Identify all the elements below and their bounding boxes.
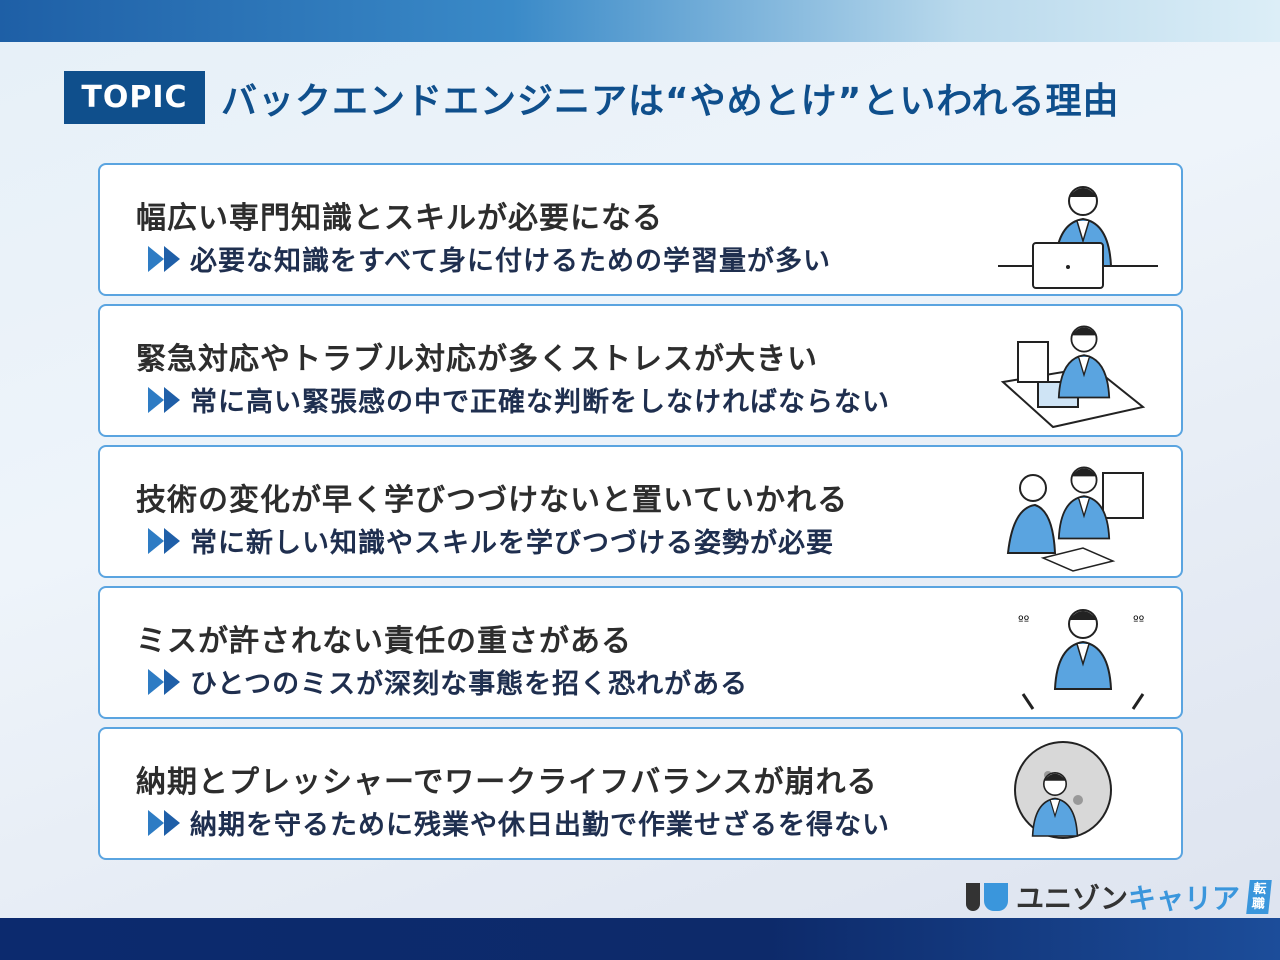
reason-subtitle: 常に高い緊張感の中で正確な判断をしなければならない [146, 380, 890, 419]
person-illustration-icon: ºº ºº [1018, 609, 1145, 710]
reason-title: 納期とプレッシャーでワークライフバランスが崩れる [136, 765, 878, 800]
page-title: バックエンドエンジニアは“やめとけ”といわれる理由 [221, 80, 1120, 122]
double-arrow-icon [148, 668, 180, 695]
reason-card: 幅広い専門知識とスキルが必要になる 必要な知識をすべて身に付けるための学習量が多… [98, 163, 1183, 296]
reason-title: 技術の変化が早く学びつづけないと置いていかれる [136, 483, 849, 518]
reason-subtitle-text: 納期を守るために残業や休日出勤で作業せざるを得ない [190, 810, 890, 841]
person-illustration-icon [1014, 741, 1112, 839]
reason-subtitle-text: 必要な知識をすべて身に付けるための学習量が多い [190, 246, 832, 277]
reason-subtitle: 常に新しい知識やスキルを学びつづける姿勢が必要 [146, 521, 834, 560]
double-arrow-icon [148, 386, 180, 413]
reason-card: ミスが許されない責任の重さがある ひとつのミスが深刻な事態を招く恐れがある ºº… [98, 586, 1183, 719]
reason-card: 緊急対応やトラブル対応が多くストレスが大きい 常に高い緊張感の中で正確な判断をし… [98, 304, 1183, 437]
double-arrow-icon [148, 809, 180, 836]
reason-subtitle-text: ひとつのミスが深刻な事態を招く恐れがある [190, 669, 749, 700]
logo-mark-icon [966, 883, 1008, 911]
person-illustration-icon [998, 186, 1158, 289]
svg-text:ºº: ºº [1133, 613, 1145, 627]
svg-text:ºº: ºº [1018, 613, 1030, 627]
bottom-band [0, 918, 1280, 960]
logo-text-2: キャリア [1128, 882, 1241, 915]
double-arrow-icon [148, 245, 180, 272]
reason-title: 緊急対応やトラブル対応が多くストレスが大きい [136, 342, 818, 377]
double-arrow-icon [148, 527, 180, 554]
reason-title: 幅広い専門知識とスキルが必要になる [136, 201, 663, 236]
reason-title: ミスが許されない責任の重さがある [136, 624, 632, 659]
logo-tag: 転職 [1246, 880, 1272, 914]
topic-badge: TOPIC [64, 71, 205, 124]
reason-card: 納期とプレッシャーでワークライフバランスが崩れる 納期を守るために残業や休日出勤… [98, 727, 1183, 860]
logo-text-1: ユニゾン [1016, 882, 1129, 915]
person-illustration-icon [1000, 325, 1146, 429]
reason-subtitle: ひとつのミスが深刻な事態を招く恐れがある [146, 662, 748, 701]
reason-card: 技術の変化が早く学びつづけないと置いていかれる 常に新しい知識やスキルを学びつづ… [98, 445, 1183, 578]
reason-subtitle-text: 常に高い緊張感の中で正確な判断をしなければならない [190, 387, 890, 418]
header: TOPIC バックエンドエンジニアは“やめとけ”といわれる理由 [64, 71, 1120, 124]
reason-subtitle: 納期を守るために残業や休日出勤で作業せざるを得ない [146, 803, 890, 842]
brand-logo: ユニゾンキャリア 転職 [966, 877, 1272, 917]
top-band [0, 0, 1280, 42]
person-illustration-icon [1006, 466, 1144, 572]
reason-subtitle: 必要な知識をすべて身に付けるための学習量が多い [146, 239, 831, 278]
reason-subtitle-text: 常に新しい知識やスキルを学びつづける姿勢が必要 [190, 528, 834, 559]
